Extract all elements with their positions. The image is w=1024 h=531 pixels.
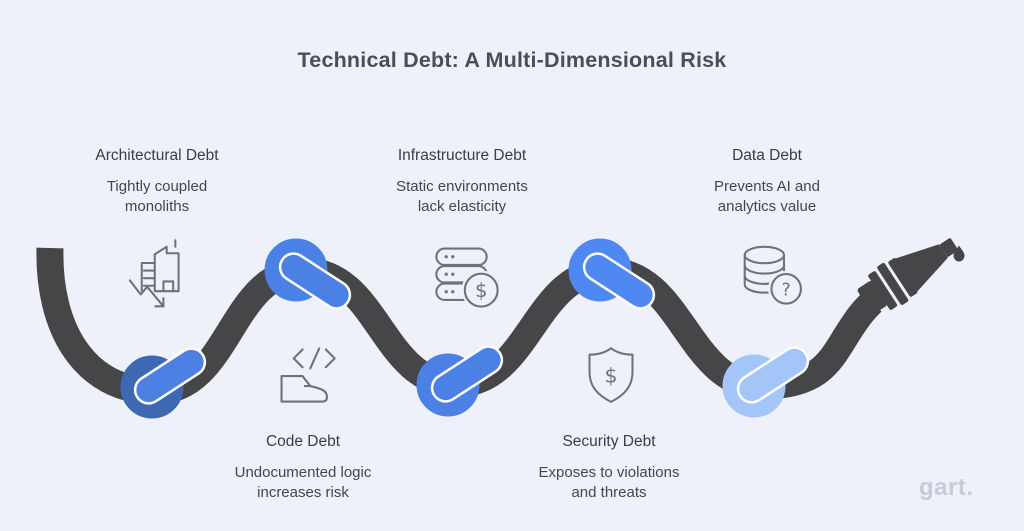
item-data-title: Data Debt (732, 147, 802, 164)
server-cost-icon: $ (435, 247, 501, 309)
item-code-title: Code Debt (265, 433, 341, 450)
item-architectural-description: Tightly coupled monoliths (106, 178, 208, 215)
item-infrastructure-title: Infrastructure Debt (397, 147, 527, 164)
nozzle (857, 238, 958, 314)
page-title: Technical Debt: A Multi-Dimensional Risk (297, 48, 727, 72)
item-security-title: Security Debt (562, 433, 656, 450)
svg-text:$: $ (475, 279, 488, 302)
item-architectural-label: Architectural Debt Tightly coupled monol… (95, 147, 218, 216)
shield-dollar-icon: $ (588, 347, 634, 403)
knot-5 (722, 346, 810, 418)
item-infrastructure-label: Infrastructure Debt Static environments … (387, 147, 537, 216)
item-security-description: Exposes to violations and threats (538, 464, 680, 501)
item-security-label: Security Debt Exposes to violations and … (529, 433, 689, 502)
database-question-icon: ? (743, 245, 805, 307)
item-data-description: Prevents AI and analytics value (714, 178, 820, 215)
knot-1 (120, 347, 207, 419)
item-code-label: Code Debt Undocumented logic increases r… (227, 433, 379, 502)
declining-building-icon (128, 239, 180, 308)
knot-2 (264, 238, 352, 310)
code-brackets-icon (280, 347, 336, 403)
gart-logo: gart. (919, 474, 974, 501)
knot-4 (568, 238, 656, 310)
item-infrastructure-description: Static environments lack elasticity (396, 178, 528, 215)
svg-text:?: ? (782, 280, 791, 300)
item-architectural-title: Architectural Debt (95, 147, 219, 164)
svg-text:$: $ (605, 364, 618, 388)
knot-3 (416, 345, 504, 417)
droplet-icon (953, 245, 965, 262)
item-code-description: Undocumented logic increases risk (234, 464, 372, 501)
item-data-label: Data Debt Prevents AI and analytics valu… (706, 147, 828, 216)
